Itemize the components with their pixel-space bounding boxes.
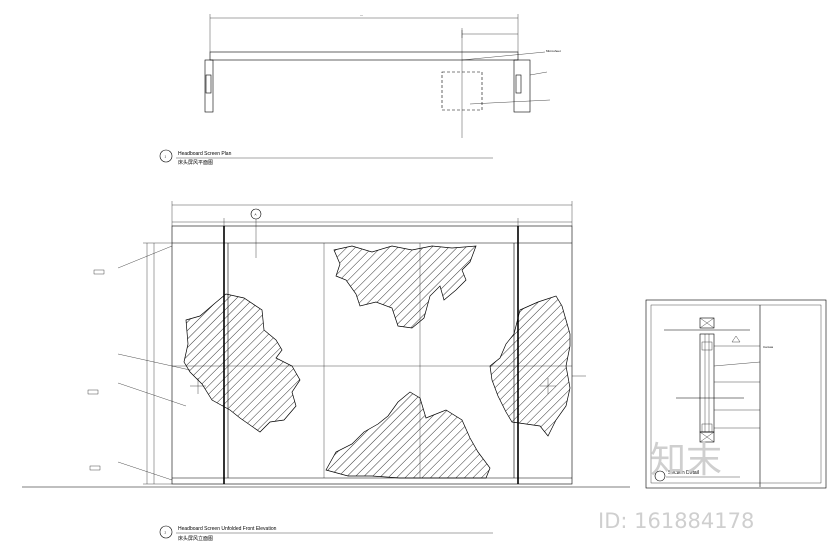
elevation-marker-letter: A — [255, 213, 257, 217]
leaf-pattern-left — [183, 293, 301, 433]
leaf-pattern-bottom — [325, 391, 491, 479]
section-title: Section Detail — [668, 470, 699, 476]
plan-view-title: Headboard Screen Plan — [178, 151, 232, 157]
plan-view: ― Microsheet 1 Headboard Screen Plan 床头屏… — [159, 13, 561, 166]
elevation-view: A — [22, 201, 630, 542]
elevation-view-number: 2 — [165, 531, 167, 535]
section-detail: Canvas Section Detail — [645, 299, 827, 489]
plan-view-number: 1 — [165, 155, 167, 159]
watermark-id: ID: 161884178 — [598, 509, 754, 533]
leaf-pattern-top — [333, 245, 477, 329]
plan-callout-text: Microsheet — [546, 49, 561, 53]
plan-view-subtitle: 床头屏风平面图 — [178, 159, 213, 166]
leaf-pattern-right — [489, 295, 571, 437]
svg-text:―: ― — [360, 13, 363, 17]
elevation-view-subtitle: 床头屏风立面图 — [178, 535, 213, 542]
watermark-brand: 知末 — [650, 440, 722, 481]
elevation-view-title: Headboard Screen Unfolded Front Elevatio… — [178, 526, 277, 532]
section-number-circle — [654, 470, 666, 482]
section-callout-text: Canvas — [763, 345, 774, 349]
plan-view-number-circle — [159, 149, 173, 163]
watermark: 知末 ID: 161884178 — [598, 440, 754, 533]
elevation-view-number-circle — [159, 525, 173, 539]
